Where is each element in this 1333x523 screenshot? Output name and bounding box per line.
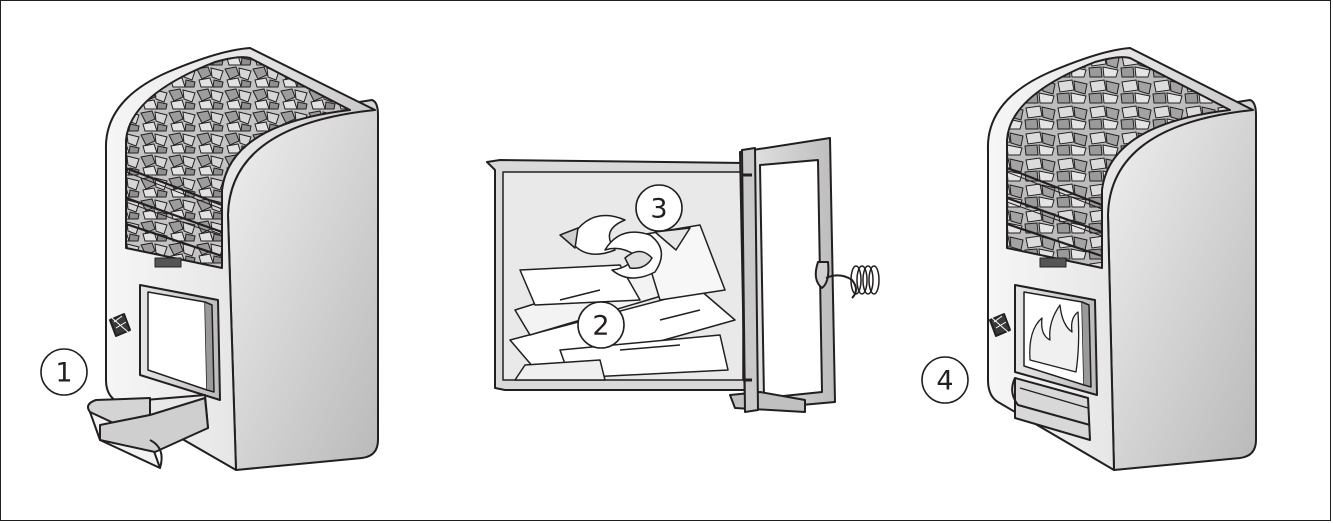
callout-1-label: 1 xyxy=(55,358,72,389)
ash-drawer xyxy=(88,395,208,468)
callout-2-label: 2 xyxy=(592,311,609,342)
callout-3-label: 3 xyxy=(650,194,667,225)
heater-right xyxy=(988,48,1256,470)
callout-3: 3 xyxy=(636,185,682,231)
heater-right-badge xyxy=(1040,258,1066,267)
heater-left xyxy=(88,48,378,470)
callout-1: 1 xyxy=(41,349,87,395)
callout-4-label: 4 xyxy=(936,366,953,397)
heater-left-badge xyxy=(155,258,181,267)
callout-2: 2 xyxy=(578,302,624,348)
firebox-closeup xyxy=(487,138,879,412)
callout-4: 4 xyxy=(922,357,968,403)
